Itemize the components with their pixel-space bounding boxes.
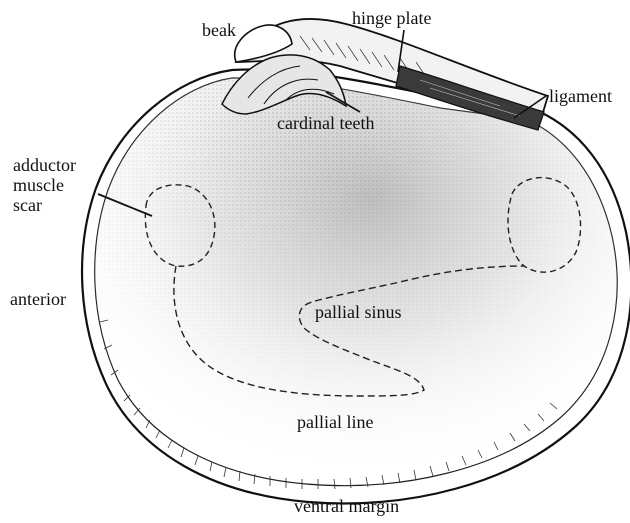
label-ventral-margin: ventral margin (294, 496, 399, 516)
label-cardinal-teeth: cardinal teeth (277, 113, 374, 133)
label-adductor-muscle-scar: adductor muscle scar (13, 155, 76, 215)
label-pallial-sinus: pallial sinus (315, 302, 402, 322)
label-anterior: anterior (10, 289, 66, 309)
label-adductor-line-3: scar (13, 195, 76, 215)
label-ligament: ligament (549, 86, 612, 106)
label-adductor-line-2: muscle (13, 175, 76, 195)
label-hinge-plate: hinge plate (352, 8, 431, 28)
label-beak: beak (202, 20, 236, 40)
label-adductor-line-1: adductor (13, 155, 76, 175)
label-pallial-line: pallial line (297, 412, 373, 432)
